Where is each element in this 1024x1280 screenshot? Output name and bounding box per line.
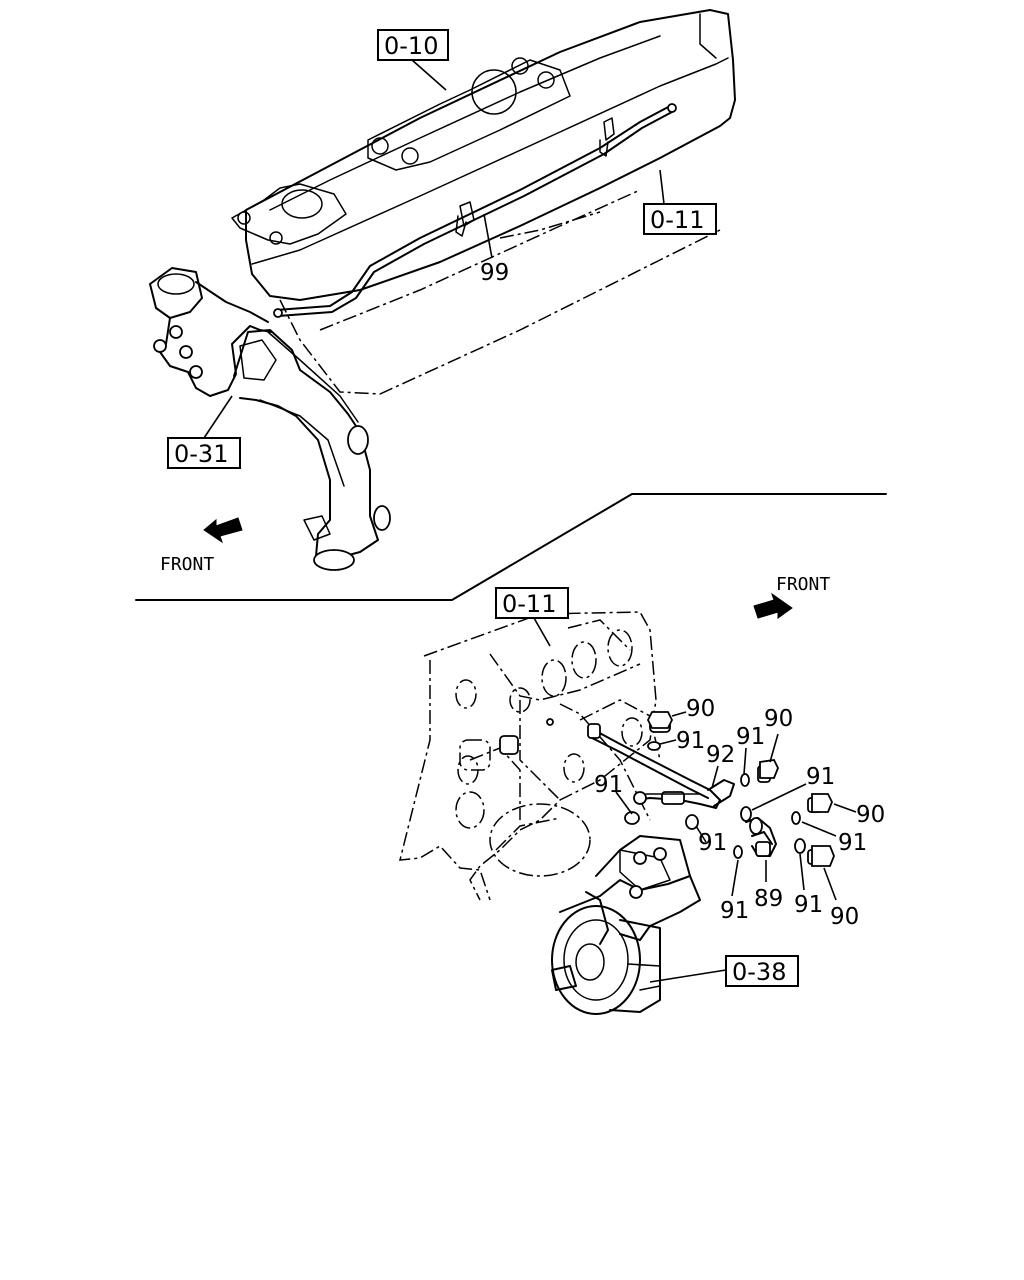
svg-text:91: 91 [794, 892, 823, 918]
svg-text:91: 91 [736, 724, 765, 750]
svg-text:90: 90 [686, 696, 715, 722]
front-arrow-lower [753, 592, 793, 619]
front-label-upper: FRONT [160, 554, 214, 575]
svg-text:91: 91 [676, 728, 705, 754]
callout-91h: 91 [794, 853, 823, 918]
svg-text:89: 89 [754, 886, 783, 912]
ref-box-cover: 0-10 [377, 29, 449, 91]
callout-90d: 90 [823, 867, 859, 930]
front-arrow-upper [203, 517, 243, 544]
svg-text:90: 90 [830, 904, 859, 930]
callout-91b: 91 [594, 772, 633, 815]
ref-box-upper-block: 0-11 [643, 169, 717, 235]
callout-90a: 90 [671, 696, 715, 722]
svg-text:90: 90 [764, 706, 793, 732]
svg-text:0-31: 0-31 [174, 440, 228, 468]
ref-box-lower-block: 0-11 [495, 587, 569, 647]
svg-text:0-11: 0-11 [502, 590, 556, 618]
svg-text:91: 91 [594, 772, 623, 798]
callout-92: 92 [706, 742, 735, 789]
callout-91c: 91 [736, 724, 765, 775]
callout-91e: 91 [695, 825, 727, 856]
callout-99: 99 [480, 213, 509, 286]
callout-91d: 91 [751, 764, 835, 811]
lower-engine-assembly [399, 611, 835, 1015]
front-label-lower: FRONT [776, 574, 830, 595]
callout-90c: 90 [833, 802, 885, 828]
upper-engine-assembly [149, 9, 736, 571]
callout-91g: 91 [720, 859, 749, 924]
callout-90b: 90 [764, 706, 793, 763]
svg-text:92: 92 [706, 742, 735, 768]
svg-text:99: 99 [480, 260, 509, 286]
svg-text:0-38: 0-38 [732, 958, 786, 986]
callout-91a: 91 [659, 728, 705, 754]
svg-text:0-11: 0-11 [650, 206, 704, 234]
section-divider [135, 493, 887, 601]
svg-text:0-10: 0-10 [384, 32, 438, 60]
svg-text:91: 91 [806, 764, 835, 790]
svg-text:91: 91 [720, 898, 749, 924]
svg-text:91: 91 [838, 830, 867, 856]
callout-89: 89 [754, 860, 783, 912]
svg-text:91: 91 [698, 830, 727, 856]
ref-box-compressor: 0-38 [649, 955, 799, 987]
ref-box-water-pipe: 0-31 [167, 395, 241, 469]
svg-text:90: 90 [856, 802, 885, 828]
callout-91f: 91 [801, 821, 867, 856]
